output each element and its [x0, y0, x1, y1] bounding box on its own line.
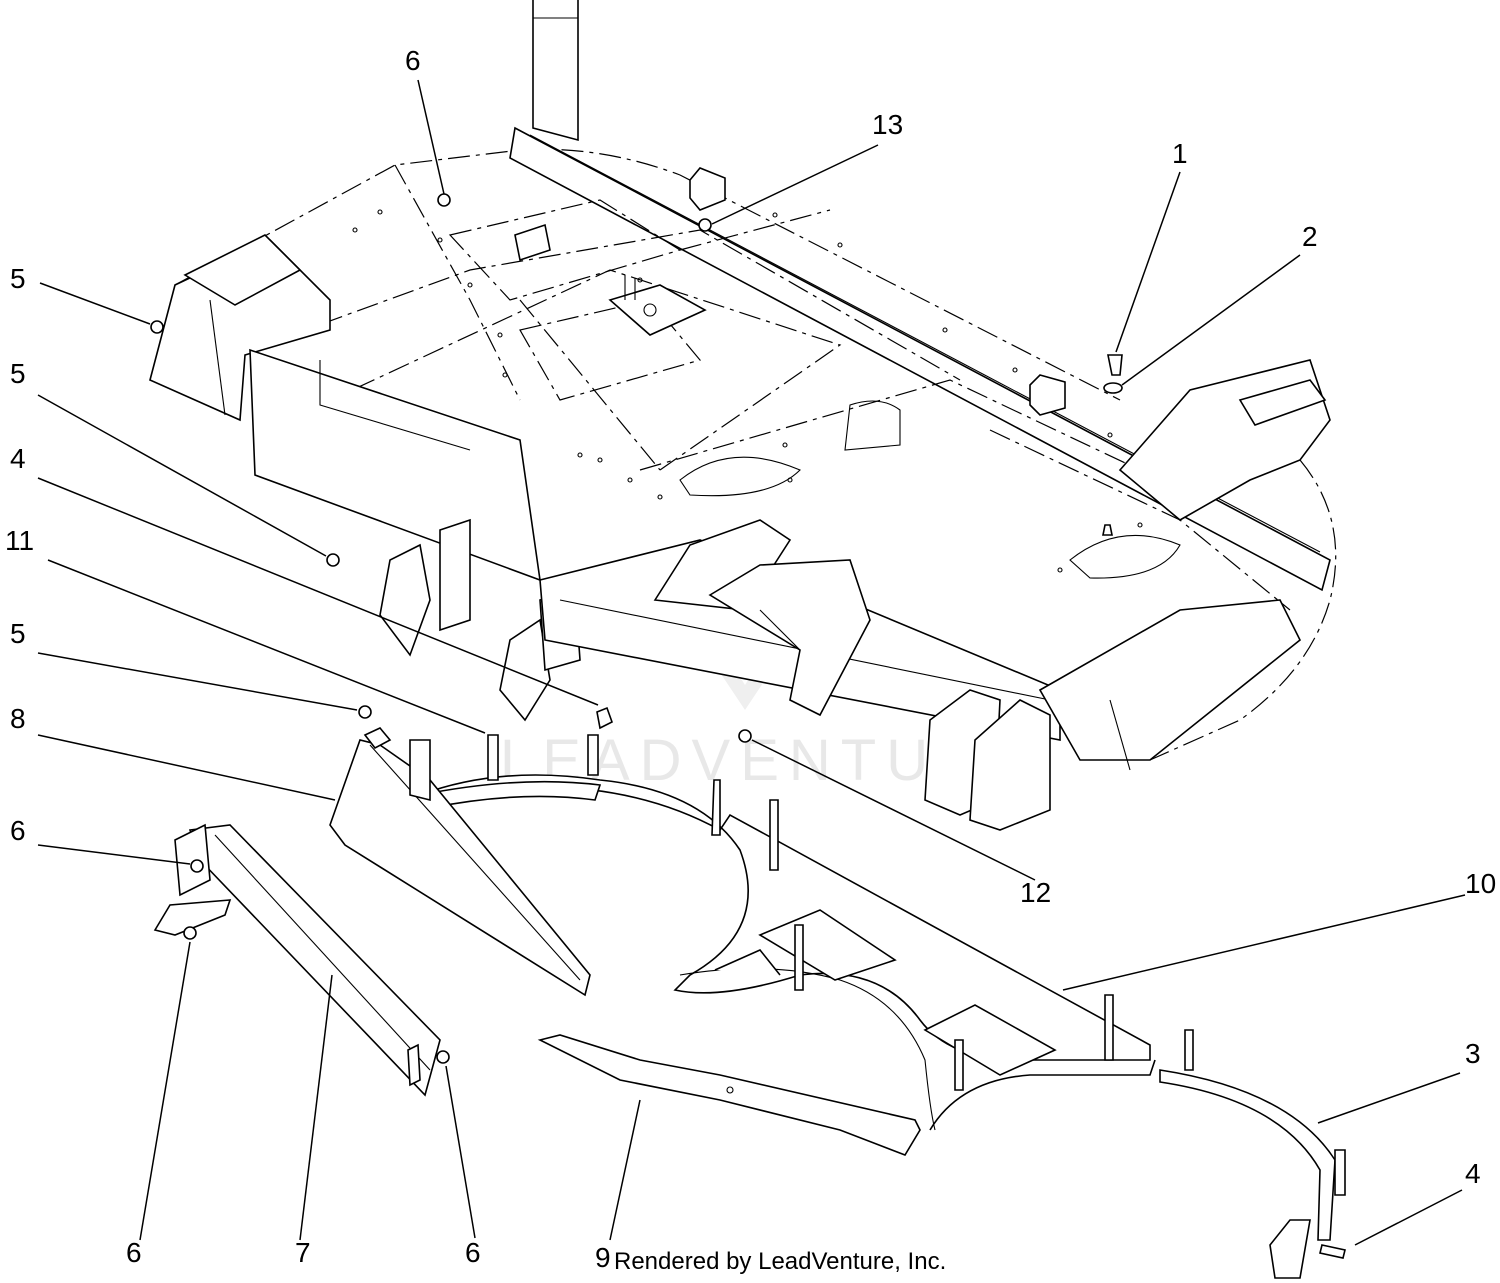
callout-1: 1 [1172, 138, 1188, 169]
callout-9: 9 [595, 1242, 611, 1273]
callout-6-bottom: 6 [465, 1237, 481, 1268]
callout-6-left: 6 [10, 815, 26, 846]
callout-4-b: 4 [1465, 1158, 1481, 1189]
callout-3: 3 [1465, 1038, 1481, 1069]
callout-13: 13 [872, 109, 903, 140]
callout-2: 2 [1302, 221, 1318, 252]
callout-6-top: 6 [405, 45, 421, 76]
callout-4-a: 4 [10, 443, 26, 474]
callout-5-c: 5 [10, 618, 26, 649]
leader-lines [37, 79, 1466, 1246]
callout-10: 10 [1465, 868, 1496, 899]
callout-11: 11 [5, 525, 34, 556]
callout-5-b: 5 [10, 358, 26, 389]
hardware [150, 193, 1346, 1259]
callout-5-a: 5 [10, 263, 26, 294]
lower-assembly [150, 193, 1346, 1279]
mower-deck [149, 0, 1337, 831]
callout-labels: 6 13 1 2 5 5 4 11 5 8 6 12 10 3 4 6 7 6 … [5, 45, 1496, 1273]
callout-12: 12 [1020, 877, 1051, 908]
callout-8: 8 [10, 703, 26, 734]
deck-holes [352, 209, 1143, 573]
callout-7: 7 [295, 1237, 311, 1268]
callout-6-bottom-left: 6 [126, 1237, 142, 1268]
render-credit: Rendered by LeadVenture, Inc. [614, 1248, 947, 1275]
